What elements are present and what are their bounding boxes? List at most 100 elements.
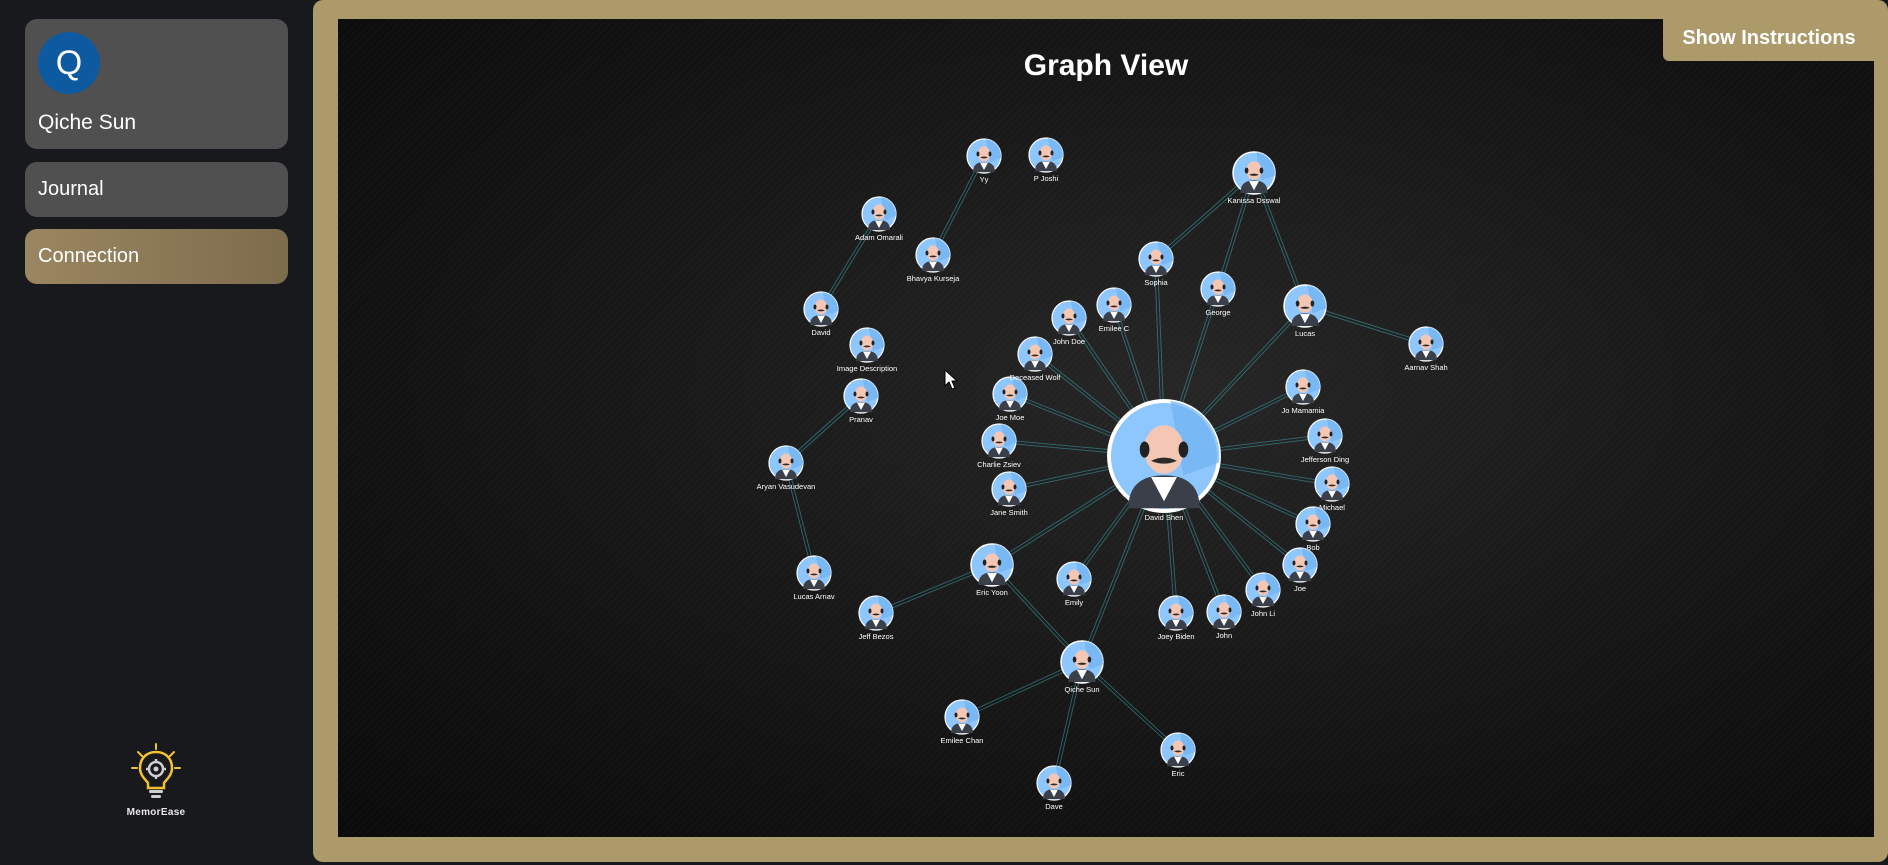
node-label: Sophia: [1144, 278, 1168, 287]
graph-node-jefferson[interactable]: Jefferson Ding: [1301, 418, 1349, 464]
node-label: John: [1216, 631, 1232, 640]
page-title: Graph View: [1023, 49, 1189, 82]
lightbulb-gear-icon: [131, 743, 181, 798]
graph-node-david-shen[interactable]: David Shen: [1107, 399, 1221, 522]
person-avatar-icon: [970, 543, 1014, 587]
graph-node-lucas-arnav[interactable]: Lucas Arnav: [793, 555, 835, 601]
graph-node-kanissa[interactable]: Kanissa Dsswal: [1228, 151, 1281, 205]
graph-node-pranav[interactable]: Pranav: [843, 378, 879, 424]
graph-node-bhavya[interactable]: Bhavya Kurseja: [907, 237, 960, 283]
node-label: David: [811, 328, 830, 337]
graph-node-michael[interactable]: Michael: [1314, 466, 1350, 512]
graph-node-qiche-sun[interactable]: Qiche Sun: [1060, 640, 1104, 694]
graph-node-jeff[interactable]: Jeff Bezos: [858, 595, 894, 641]
node-label: Qiche Sun: [1064, 685, 1099, 694]
node-label: Jo Mamamia: [1282, 406, 1326, 415]
person-avatar-icon: [1245, 572, 1281, 608]
person-avatar-icon: [1160, 732, 1196, 768]
show-instructions-button[interactable]: Show Instructions: [1663, 16, 1875, 61]
node-label: Kanissa Dsswal: [1228, 196, 1281, 205]
node-label: Bob: [1306, 543, 1319, 552]
graph-node-emilee-chan[interactable]: Emilee Chan: [941, 699, 984, 745]
person-avatar-icon: [1200, 271, 1236, 307]
graph-node-joe[interactable]: Joe: [1282, 547, 1318, 593]
mouse-cursor-icon: [944, 369, 958, 390]
graph-node-eric[interactable]: Eric: [1160, 732, 1196, 778]
graph-node-jo-mamamia[interactable]: Jo Mamamia: [1282, 369, 1326, 415]
graph-node-jane[interactable]: Jane Smith: [990, 471, 1028, 517]
graph-edge: [961, 660, 1082, 717]
graph-node-adam-omarali[interactable]: Adam Omarali: [855, 196, 903, 242]
graph-node-aryan[interactable]: Aryan Vasudevan: [757, 445, 816, 491]
graph-edge: [1252, 173, 1305, 307]
person-avatar-icon: [1282, 547, 1318, 583]
person-avatar-icon: [858, 595, 894, 631]
graph-node-image-desc[interactable]: Image Description: [837, 327, 897, 373]
node-label: Bhavya Kurseja: [907, 274, 960, 283]
graph-node-sophia[interactable]: Sophia: [1138, 241, 1174, 287]
graph-node-george[interactable]: George: [1200, 271, 1236, 317]
graph-edge: [1154, 171, 1254, 259]
graph-node-john-doe[interactable]: John Doe: [1051, 300, 1087, 346]
graph-edge: [821, 214, 881, 311]
graph-node-deceased[interactable]: Deceased Wolf: [1010, 336, 1062, 382]
person-avatar-icon: [1060, 640, 1104, 684]
node-label: Deceased Wolf: [1010, 373, 1062, 382]
graph-edge: [1080, 662, 1178, 752]
graph-node-john[interactable]: John: [1206, 594, 1242, 640]
graph-edge: [1156, 173, 1256, 261]
node-label: Emily: [1065, 598, 1084, 607]
person-avatar-icon: [1283, 284, 1327, 328]
graph-edge: [992, 563, 1084, 662]
node-label: Adam Omarali: [855, 233, 903, 242]
person-avatar-icon: [1206, 594, 1242, 630]
nav-journal[interactable]: Journal: [25, 162, 288, 217]
person-avatar-icon: [1138, 241, 1174, 277]
graph-node-eric-yoon[interactable]: Eric Yoon: [970, 543, 1014, 597]
user-profile-card[interactable]: Q Qiche Sun: [25, 19, 288, 149]
graph-node-david[interactable]: David: [803, 291, 839, 337]
nav-connection[interactable]: Connection: [25, 229, 288, 284]
graph-node-john-li[interactable]: John Li: [1245, 572, 1281, 618]
person-avatar-icon: [1314, 466, 1350, 502]
graph-node-aarnav[interactable]: Aarnav Shah: [1404, 326, 1448, 372]
graph-node-joe-moe[interactable]: Joe Moe: [992, 376, 1028, 422]
person-avatar-icon: [1056, 561, 1092, 597]
node-label: Joe Moe: [996, 413, 1025, 422]
graph-edge: [990, 565, 1082, 664]
node-label: Dave: [1045, 802, 1063, 811]
graph-node-emily[interactable]: Emily: [1056, 561, 1092, 607]
node-label: John Li: [1251, 609, 1276, 618]
person-avatar-icon: [1107, 399, 1221, 513]
node-label: Aryan Vasudevan: [757, 482, 816, 491]
graph-node-bob[interactable]: Bob: [1295, 506, 1331, 552]
graph-node-joey[interactable]: Joey Biden: [1157, 595, 1195, 641]
person-avatar-icon: [1408, 326, 1444, 362]
graph-node-emilee-c[interactable]: Emilee C: [1096, 287, 1132, 333]
person-avatar-icon: [981, 423, 1017, 459]
graph-node-charlie[interactable]: Charlie Zsiev: [977, 423, 1021, 469]
node-label: Image Description: [837, 364, 897, 373]
node-label: Yy: [980, 175, 989, 184]
graph-node-lucas[interactable]: Lucas: [1283, 284, 1327, 338]
person-avatar-icon: [803, 291, 839, 327]
graph-edge: [962, 662, 1083, 719]
person-avatar-icon: [1232, 151, 1276, 195]
graph-node-yy[interactable]: Yy: [966, 138, 1002, 184]
graph-edge: [1254, 172, 1307, 306]
graph-edge: [1082, 660, 1180, 750]
node-label: Emilee C: [1099, 324, 1130, 333]
graph-node-p-joshi[interactable]: P Joshi: [1028, 137, 1064, 183]
graph-edge: [784, 463, 813, 574]
person-avatar-icon: [843, 378, 879, 414]
person-avatar-icon: [861, 196, 897, 232]
person-avatar-icon: [1158, 595, 1194, 631]
person-avatar-icon: [966, 138, 1002, 174]
graph-node-dave[interactable]: Dave: [1036, 765, 1072, 811]
node-label: Jefferson Ding: [1301, 455, 1349, 464]
node-label: Charlie Zsiev: [977, 460, 1021, 469]
profile-name: Qiche Sun: [38, 111, 137, 134]
